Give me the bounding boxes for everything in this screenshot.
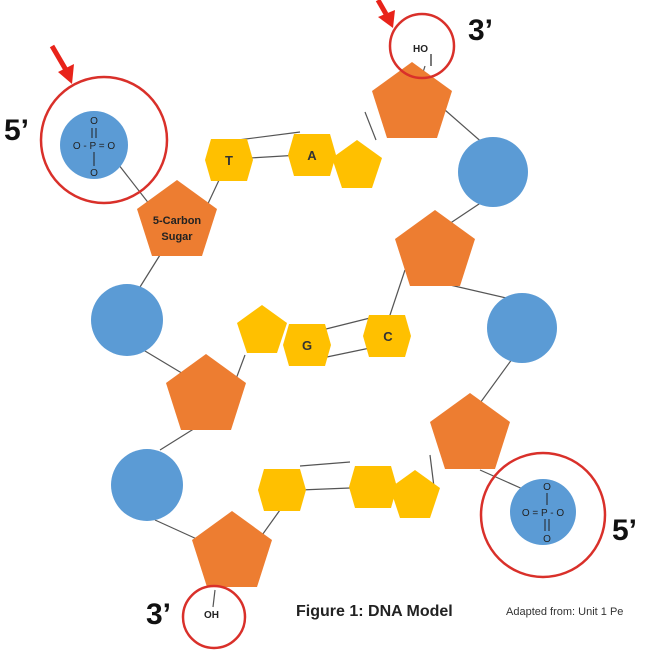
phosphate-left-bottom bbox=[111, 449, 183, 521]
figure-credit: Adapted from: Unit 1 Pe bbox=[506, 606, 623, 618]
phosphate-left-mid bbox=[91, 284, 163, 356]
bases bbox=[205, 134, 440, 518]
ho-label: HO bbox=[413, 44, 428, 55]
highlight-5prime-left bbox=[39, 75, 169, 205]
phos-right-row: O = P - O bbox=[522, 508, 565, 519]
phosphate-formula-right: O O = P - O O bbox=[522, 482, 565, 545]
oh-label: OH bbox=[204, 610, 219, 621]
hydroxyl-labels: HO OH bbox=[204, 44, 432, 621]
highlight-5prime-right bbox=[479, 451, 607, 579]
figure-title: Figure 1: DNA Model bbox=[296, 603, 453, 620]
base-t-label: T bbox=[225, 153, 233, 168]
base-c-label: C bbox=[383, 329, 393, 344]
base-bottom-right-hexagon bbox=[349, 466, 397, 508]
phosphate-right-top bbox=[458, 137, 528, 207]
label-3prime-top: 3’ bbox=[468, 14, 493, 47]
highlight-3prime-bottom bbox=[181, 584, 247, 650]
sugar-left-mid bbox=[166, 354, 246, 430]
label-5prime-left: 5’ bbox=[4, 114, 29, 147]
phos-right-top-o: O bbox=[543, 482, 551, 493]
phos-right-bottom-o: O bbox=[543, 534, 551, 545]
backbone-lines bbox=[114, 65, 526, 608]
arrow-top-icon bbox=[375, 0, 395, 28]
sugar-right-mid bbox=[395, 210, 475, 286]
phosphate-right-bottom bbox=[510, 479, 576, 545]
red-arrows bbox=[49, 0, 395, 84]
base-a-pentagon bbox=[332, 140, 382, 188]
phosphate-right-mid bbox=[487, 293, 557, 363]
base-a-label: A bbox=[307, 148, 317, 163]
highlight-3prime-top bbox=[388, 12, 456, 80]
phosphate-formula-left: O O - P = O O bbox=[73, 116, 116, 179]
sugar-left-bottom bbox=[192, 511, 272, 587]
arrow-left-icon bbox=[49, 44, 74, 84]
label-5prime-right: 5’ bbox=[612, 514, 637, 547]
sugar-label: 5-Carbon Sugar bbox=[153, 215, 202, 243]
phosphate-left-top bbox=[60, 111, 128, 179]
base-g-pentagon bbox=[237, 305, 287, 353]
phos-left-row: O - P = O bbox=[73, 141, 116, 152]
label-3prime-bottom: 3’ bbox=[146, 598, 171, 631]
sugar-right-bottom bbox=[430, 393, 510, 469]
phos-left-top-o: O bbox=[90, 116, 98, 127]
base-g-label: G bbox=[302, 338, 312, 353]
base-letters: T A G C bbox=[225, 148, 393, 353]
highlight-circles bbox=[39, 12, 607, 650]
phosphates bbox=[60, 111, 576, 545]
base-bottom-left-hexagon bbox=[258, 469, 306, 511]
sugar-label-line2: Sugar bbox=[161, 231, 193, 243]
phos-left-bottom-o: O bbox=[90, 168, 98, 179]
sugar-label-line1: 5-Carbon bbox=[153, 215, 202, 227]
